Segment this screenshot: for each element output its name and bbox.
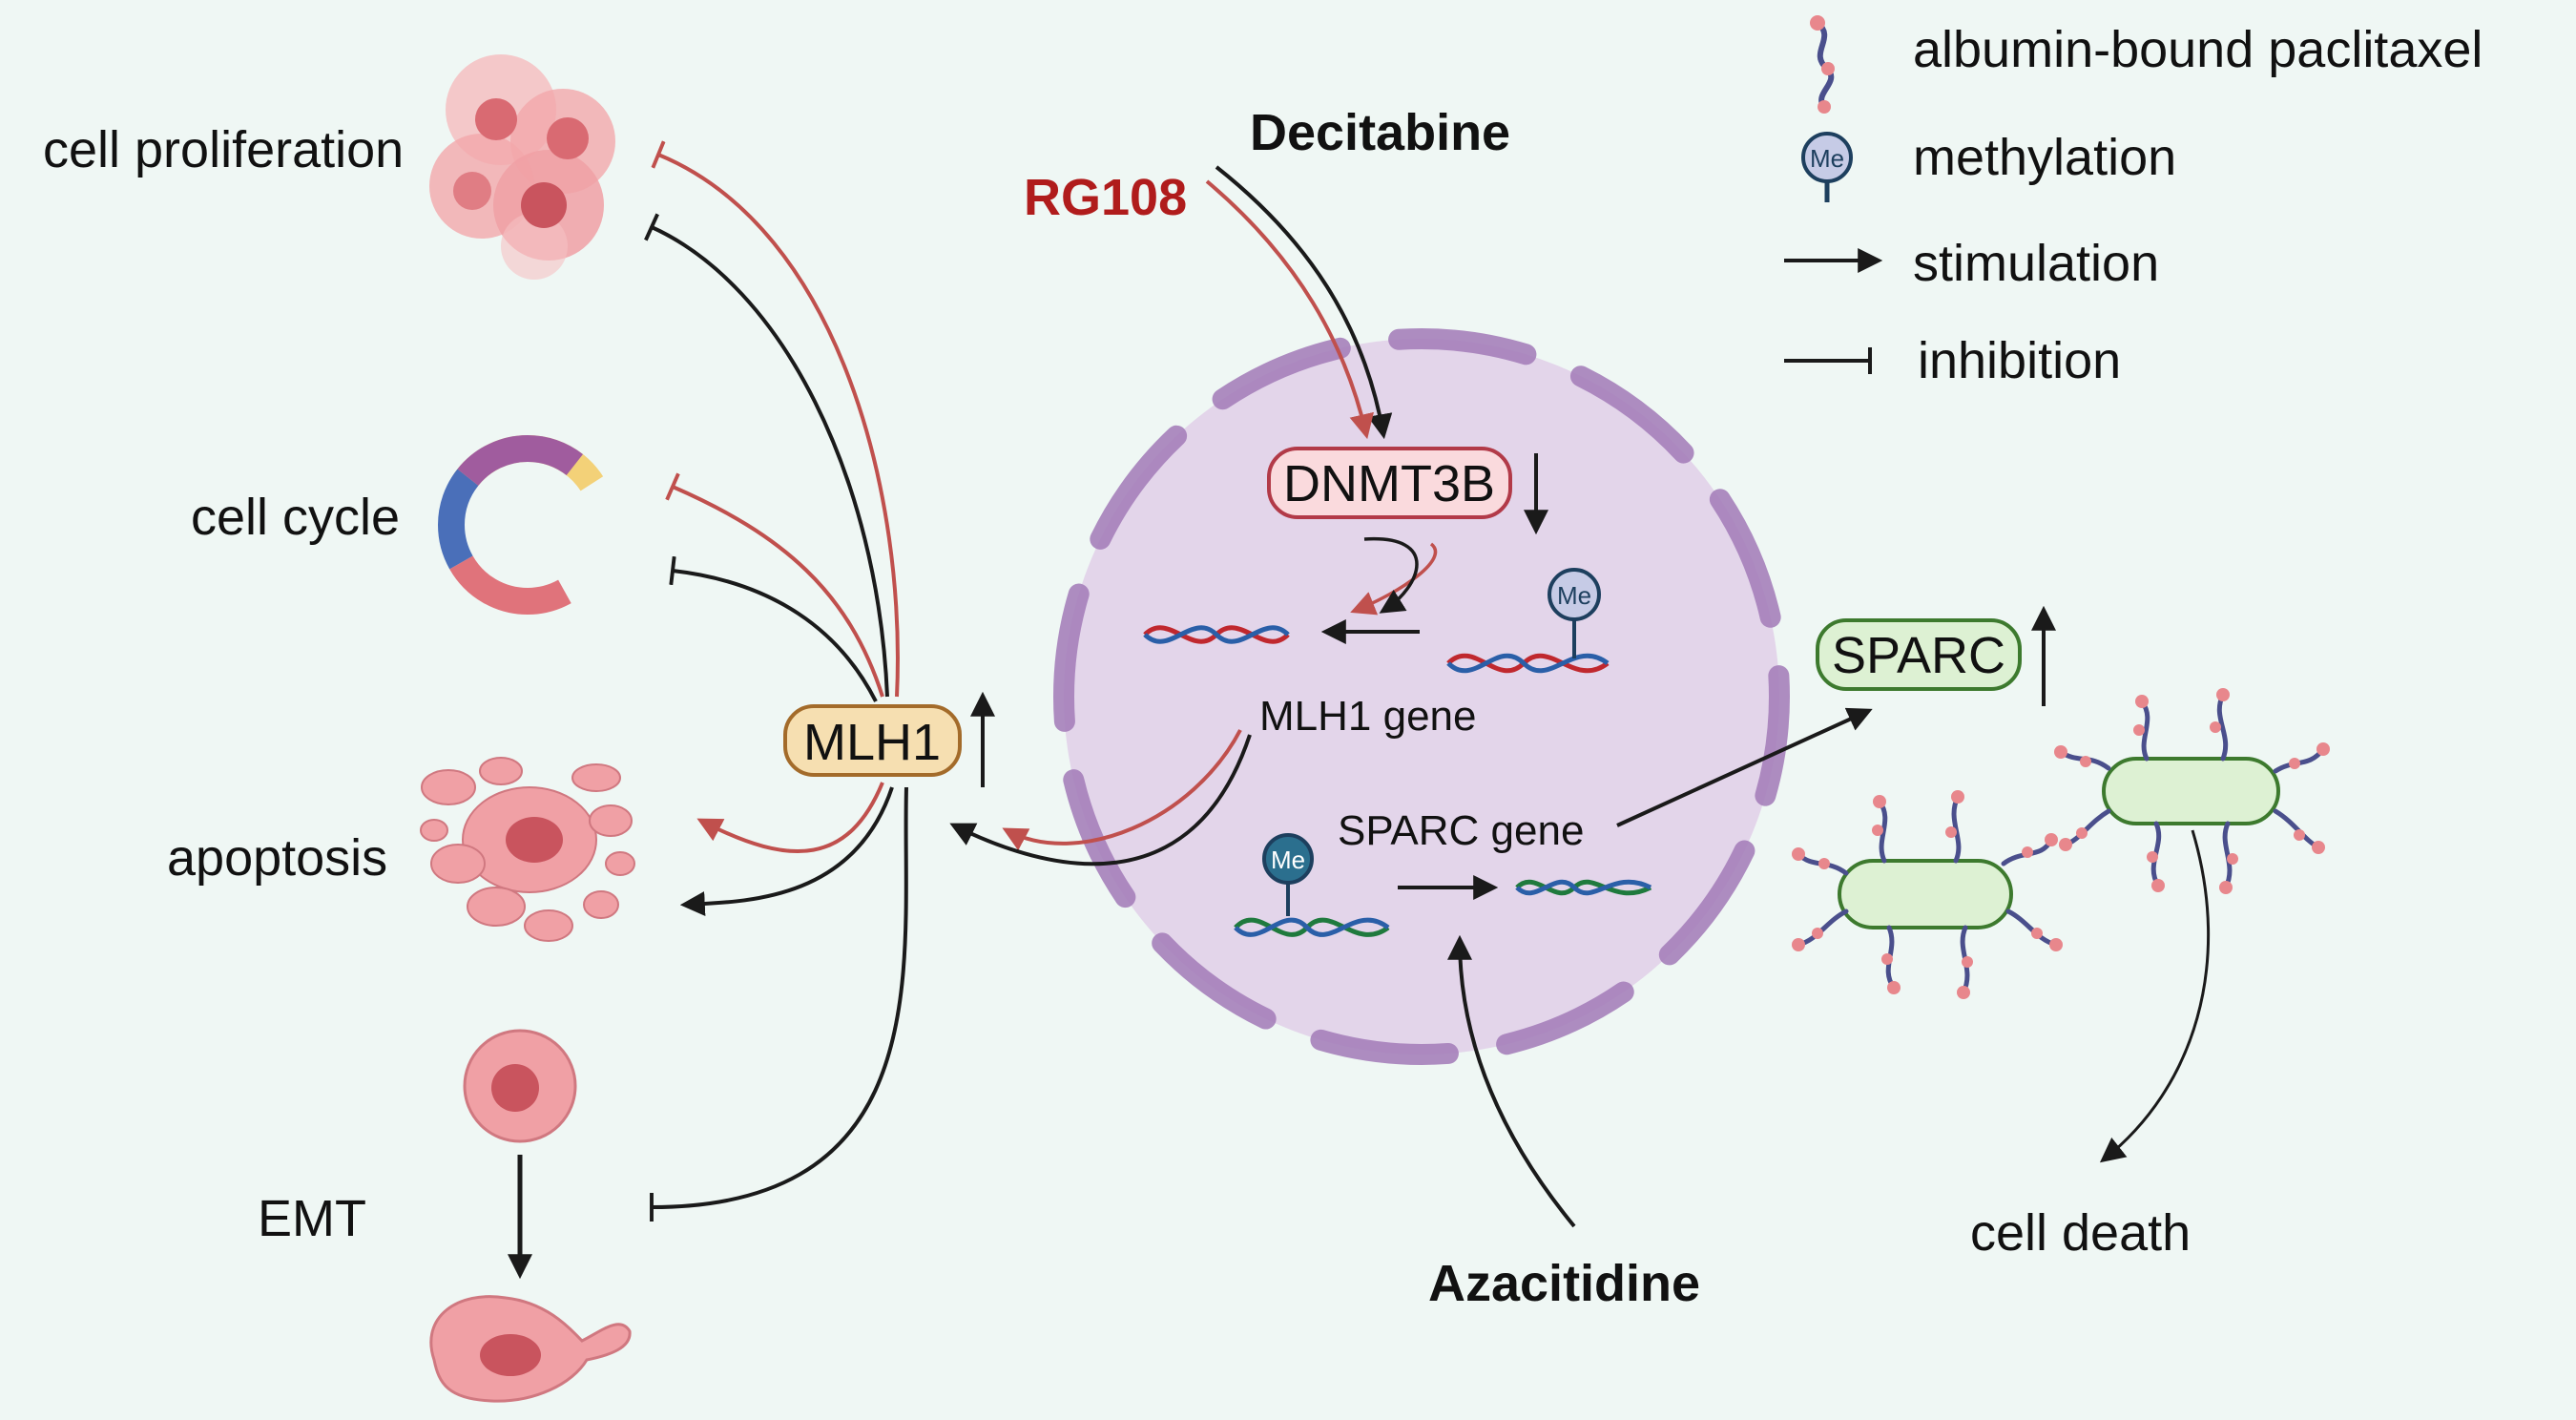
mlh1-gene-label: MLH1 gene xyxy=(1259,693,1476,740)
sparc-gene-to-protein-arrow xyxy=(1616,707,1873,827)
mlh1-gene-red-arrow xyxy=(1002,729,1242,851)
legend-stimulation-label: stimulation xyxy=(1913,235,2159,292)
cell-cycle-ring-icon xyxy=(438,435,617,615)
sparc-complex-left xyxy=(1792,790,2063,999)
nucleus xyxy=(1053,328,1790,1065)
mlh1-effect-lines xyxy=(644,140,908,1222)
dnmt3b-node: DNMT3B xyxy=(1267,447,1512,519)
mlh1-methyl-mark: Me xyxy=(1548,568,1601,658)
dnmt3b-black-curve-arrow xyxy=(1363,537,1419,614)
proliferating-cells-icon xyxy=(429,54,615,280)
legend-inhibition-label: inhibition xyxy=(1918,332,2121,389)
mlh1-dna-unmethylated xyxy=(1143,625,1290,644)
mlh1-gene-black-arrow xyxy=(949,734,1252,867)
drug-rg108: RG108 xyxy=(1024,169,1187,226)
label-cell-proliferation: cell proliferation xyxy=(43,121,404,178)
legend-methylation-label: methylation xyxy=(1913,129,2176,186)
drug-decitabine: Decitabine xyxy=(1250,104,1510,161)
mlh1-node: MLH1 xyxy=(783,704,962,777)
mesenchymal-cell-icon xyxy=(429,1295,632,1403)
label-cell-cycle: cell cycle xyxy=(191,489,400,546)
epithelial-cell-icon xyxy=(463,1029,577,1143)
sparc-dna-unmethylated xyxy=(1515,879,1652,896)
sparc-methyl-mark: Me xyxy=(1262,833,1314,916)
sparc-complex-right xyxy=(2054,688,2330,894)
apoptotic-cell-icon xyxy=(420,757,635,942)
sparc-node: SPARC xyxy=(1816,618,2022,691)
mlh1-dna-methylated xyxy=(1446,653,1610,674)
dnmt3b-red-curve-arrow xyxy=(1350,542,1438,616)
rg108-to-dnmt3b-arrow xyxy=(1205,179,1374,440)
legend-paclitaxel-label: albumin-bound paclitaxel xyxy=(1913,21,2483,78)
label-emt: EMT xyxy=(258,1190,366,1247)
label-apoptosis: apoptosis xyxy=(167,829,387,887)
sparc-gene-label: SPARC gene xyxy=(1338,807,1584,854)
cell-death-arrow xyxy=(2099,829,2211,1163)
methylation-legend-icon: Me xyxy=(1801,132,1853,202)
azacitidine-arrow xyxy=(1447,934,1576,1228)
sparc-dna-methylated xyxy=(1234,917,1390,937)
sparc-label: SPARC xyxy=(1832,627,2005,684)
legend: albumin-bound paclitaxel Me methylation … xyxy=(1784,15,2483,389)
mlh1-label: MLH1 xyxy=(803,714,941,771)
drug-azacitidine: Azacitidine xyxy=(1428,1255,1700,1312)
sparc-me-badge: Me xyxy=(1271,846,1305,874)
dnmt3b-label: DNMT3B xyxy=(1283,455,1495,512)
label-cell-death: cell death xyxy=(1970,1204,2191,1262)
mlh1-me-badge: Me xyxy=(1557,581,1591,610)
paclitaxel-legend-icon xyxy=(1810,15,1835,114)
legend-me-badge: Me xyxy=(1810,144,1844,173)
decitabine-to-dnmt3b-arrow xyxy=(1215,165,1393,440)
